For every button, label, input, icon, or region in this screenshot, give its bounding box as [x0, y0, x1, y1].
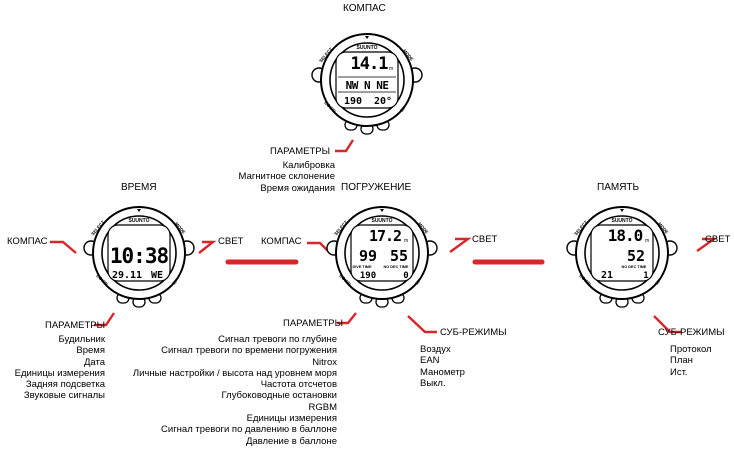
list-item: Дата — [83, 356, 105, 368]
connector-lines — [50, 139, 718, 334]
list-item: Звуковые сигналы — [23, 390, 105, 402]
watch-compass: SUUNTO SELECT MODE DOWN UP 14.1 m NW N N… — [311, 33, 423, 135]
svg-text:SUUNTO: SUUNTO — [128, 218, 149, 224]
lcd-mid: 52 — [627, 247, 645, 265]
title-time: ВРЕМЯ — [121, 182, 157, 193]
dive-params-list: Сигнал тревоги по глубине Сигнал тревоги… — [133, 334, 337, 447]
watch-dive: SUUNTO SELECT MODE DOWN UP 17.2 m 99 55 … — [326, 206, 438, 308]
svg-text:m: m — [645, 238, 649, 244]
lcd-nodec-label: NO DEC TIME — [384, 265, 409, 269]
svg-text:SUUNTO: SUUNTO — [611, 218, 632, 224]
lcd-nodec-label: NO DEC TIME — [622, 265, 647, 269]
list-item: Личные настройки / высота над уровнем мо… — [132, 367, 337, 379]
list-item: Ист. — [670, 366, 688, 378]
dive-submodes-label: СУБ-РЕЖИМЫ — [440, 327, 507, 338]
watch-brand: SUUNTO — [356, 45, 377, 51]
memory-submodes-label: СУБ-РЕЖИМЫ — [658, 327, 725, 338]
dive-submodes-list: Воздух EAN Манометр Выкл. — [420, 344, 465, 389]
lcd-bottom-left: 190 — [344, 96, 362, 107]
lcd-depth: 14.1 — [351, 54, 389, 74]
title-dive: ПОГРУЖЕНИЕ — [341, 182, 412, 193]
list-item: Время — [76, 345, 105, 357]
svg-text:SUUNTO: SUUNTO — [371, 218, 392, 224]
list-item: Сигнал тревоги по глубине — [218, 334, 337, 345]
list-item: Задняя подсветка — [25, 379, 105, 391]
lcd-date: 29.11 — [112, 270, 142, 281]
list-item: Сигнал тревоги по времени погружения — [161, 345, 337, 357]
list-item: Глубоководные остановки — [221, 390, 337, 402]
time-params-list: Будильник Время Дата Единицы измерения З… — [15, 334, 105, 402]
time-params-label: ПАРАМЕТРЫ — [45, 320, 106, 331]
time-compass-label: КОМПАС — [7, 236, 48, 247]
lcd-right: 55 — [390, 247, 408, 265]
list-item: Протокол — [670, 344, 712, 355]
title-memory: ПАМЯТЬ — [597, 182, 640, 193]
list-item: RGBM — [308, 401, 338, 413]
list-item: Единицы измерения — [246, 413, 337, 425]
list-item: Калибровка — [282, 160, 335, 171]
list-item: Давление в баллоне — [245, 435, 337, 447]
lcd-bottom-left: 190 — [360, 271, 376, 281]
list-item: Манометр — [420, 366, 465, 378]
lcd-unit: m — [389, 66, 393, 72]
lcd-bottom-right: 1 — [643, 271, 648, 281]
dive-params-label: ПАРАМЕТРЫ — [283, 318, 344, 329]
list-item: План — [670, 355, 693, 367]
title-compass: КОМПАС — [343, 3, 386, 14]
lcd-bottom-right: 0 — [403, 271, 408, 281]
list-item: Единицы измерения — [14, 367, 105, 379]
lcd-dive-time-label: DIVE TIME — [353, 265, 372, 269]
time-light-label: СВЕТ — [218, 236, 244, 247]
lcd-day: WE — [151, 270, 163, 281]
lcd-bottom-left: 21 — [601, 270, 613, 281]
top-params-list: Калибровка Магнитное склонение Время ожи… — [239, 160, 335, 194]
list-item: Сигнал тревоги по давлению в баллоне — [161, 424, 337, 436]
list-item: Будильник — [58, 334, 105, 345]
lcd-heading: NW N NE — [346, 79, 389, 92]
watch-time: SUUNTO SELECT MODE DOWN UP 10:38 29.11 W… — [83, 206, 195, 308]
lcd-bottom-right: 20° — [374, 96, 392, 107]
list-item: Магнитное склонение — [238, 171, 335, 183]
svg-text:UP: UP — [414, 278, 422, 286]
list-item: Воздух — [420, 344, 451, 355]
dive-light-label: СВЕТ — [472, 234, 498, 245]
btn-up-label: UP — [399, 105, 407, 113]
list-item: EAN — [420, 355, 440, 367]
lcd-depth: 17.2 — [369, 227, 401, 245]
svg-text:UP: UP — [654, 278, 662, 286]
list-item: Время ожидания — [260, 182, 335, 194]
list-item: Выкл. — [420, 377, 446, 389]
list-item: Частота отсчетов — [260, 379, 337, 391]
list-item: Nitrox — [312, 356, 337, 368]
lcd-time: 10:38 — [110, 244, 169, 268]
svg-text:m: m — [404, 238, 408, 244]
top-params-label: ПАРАМЕТРЫ — [270, 146, 331, 157]
lcd-left: 99 — [359, 247, 377, 265]
memory-light-label: СВЕТ — [705, 234, 731, 245]
dive-compass-label: КОМПАС — [261, 236, 302, 247]
watch-memory: SUUNTO SELECT MODE DOWN UP 18.0 m 52 NO … — [566, 206, 678, 308]
memory-submodes-list: Протокол План Ист. — [670, 344, 712, 378]
lcd-depth: 18.0 — [608, 226, 643, 245]
svg-text:UP: UP — [171, 278, 179, 286]
